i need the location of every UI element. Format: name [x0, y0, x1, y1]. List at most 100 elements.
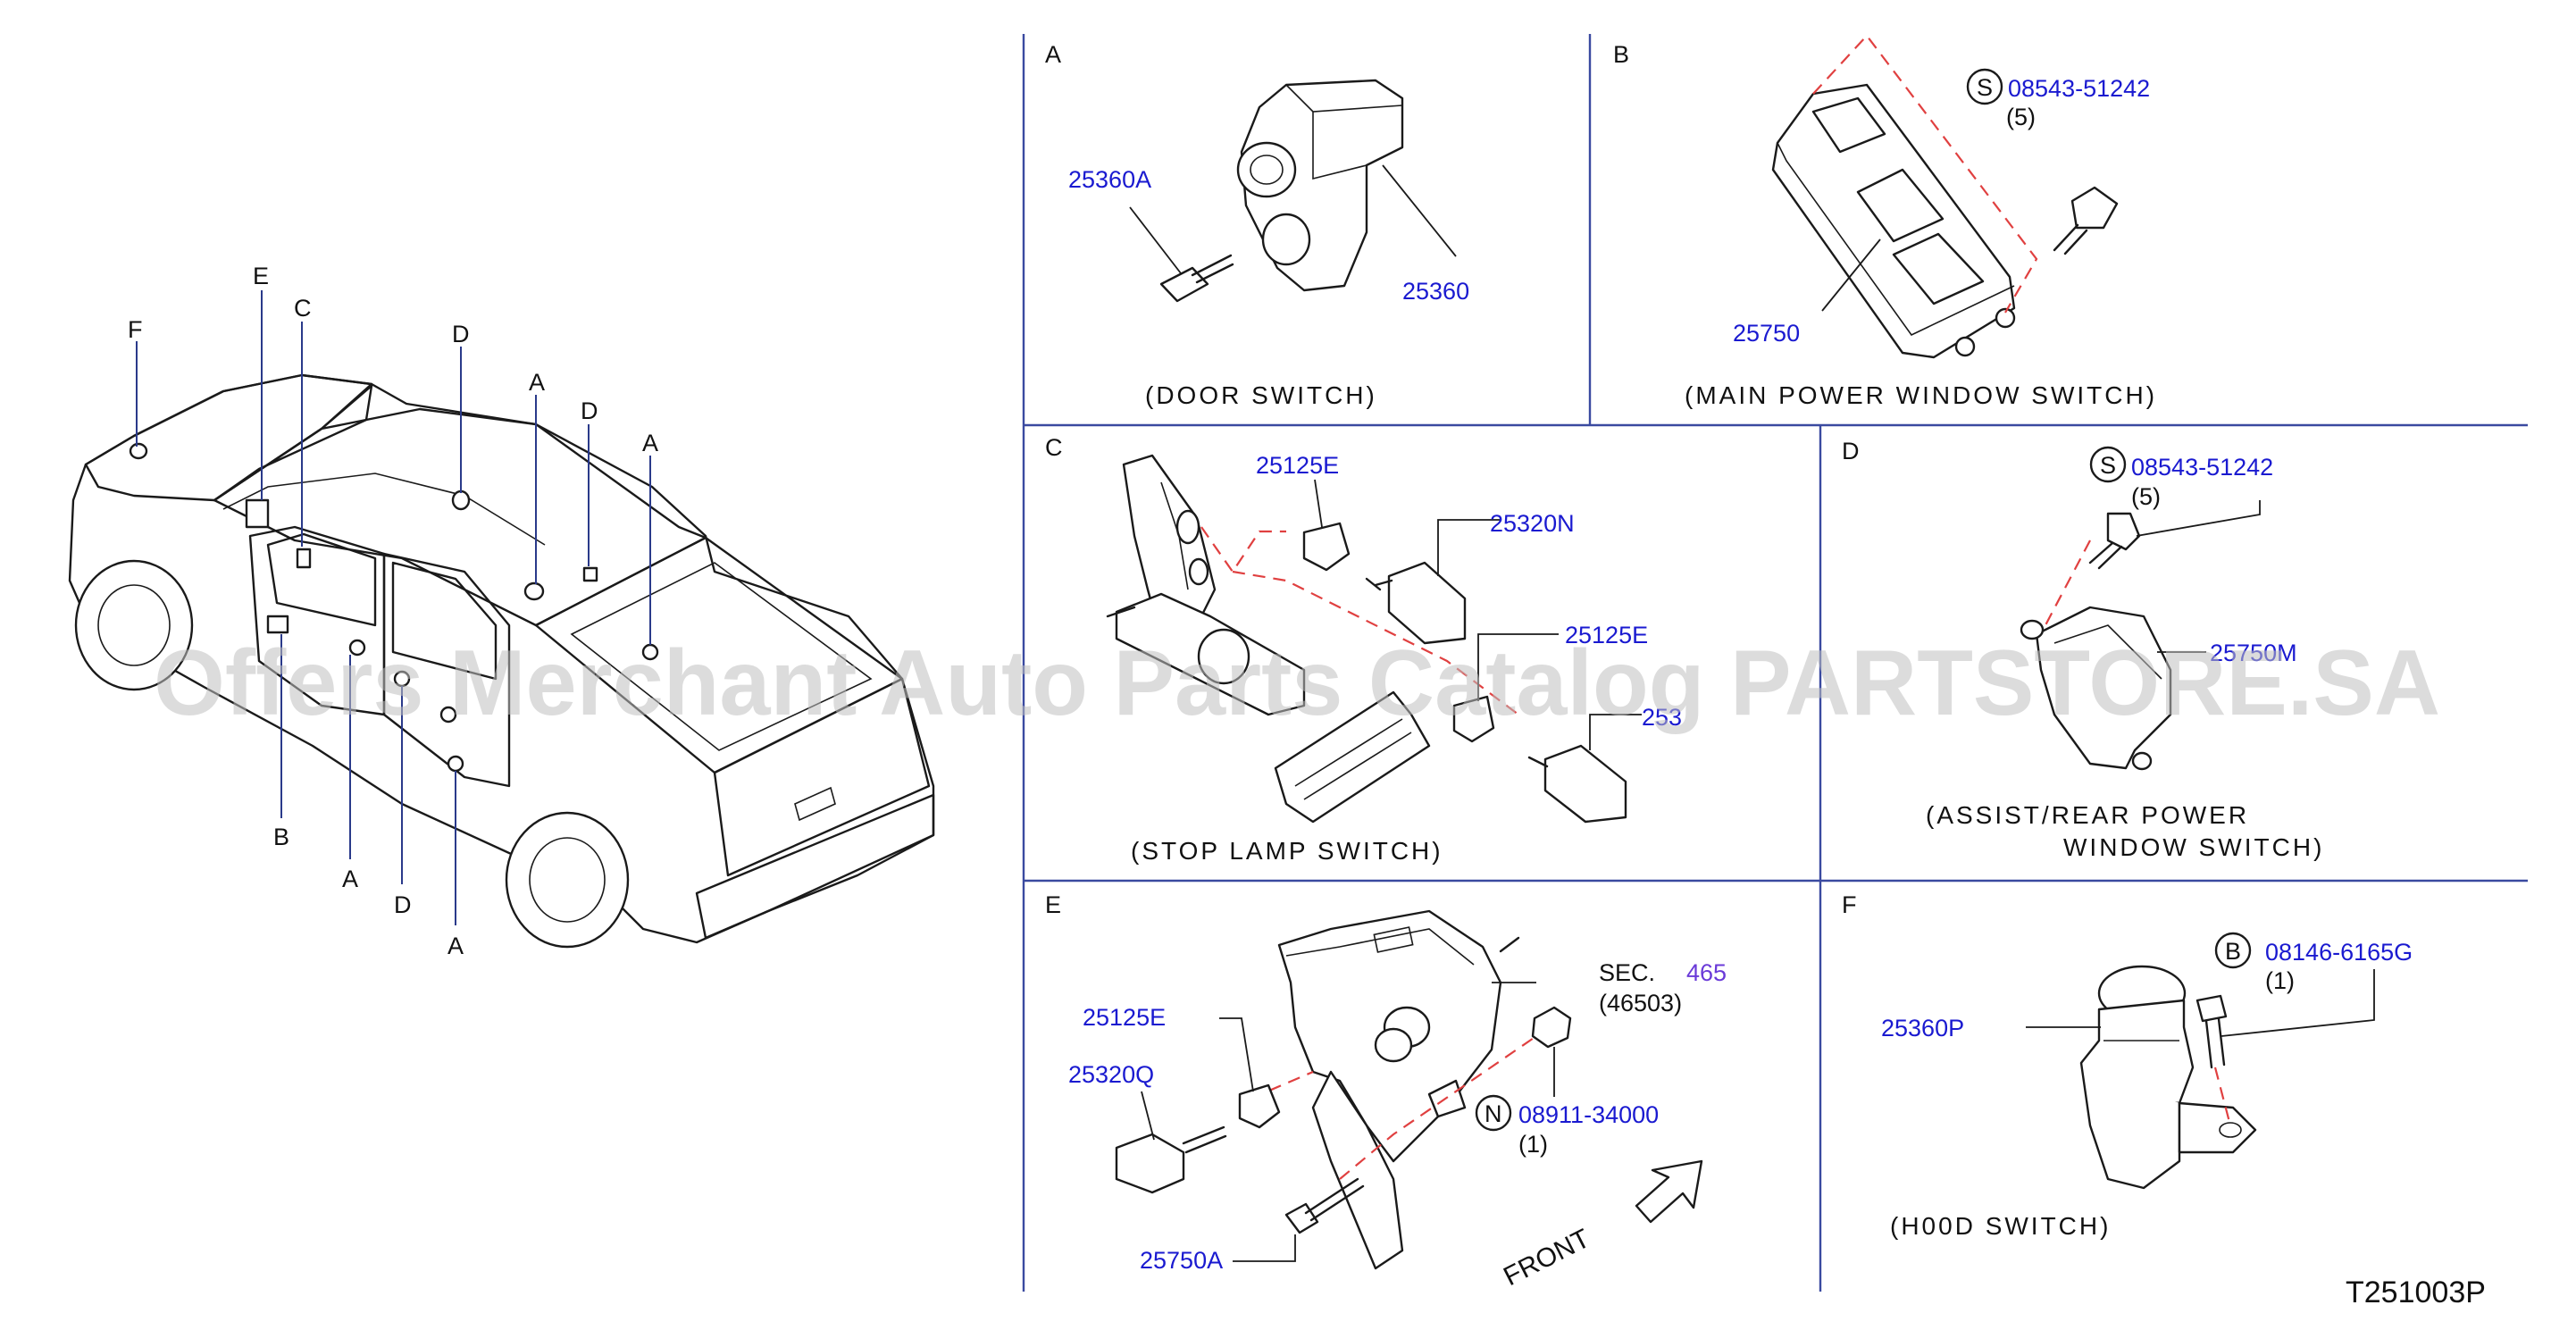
stop-lamp-dash	[1200, 526, 1519, 715]
section-e-letter: E	[1045, 891, 1061, 918]
assist-switch-dash	[2045, 540, 2091, 626]
front-window	[266, 532, 377, 627]
callout-b: B	[273, 824, 289, 850]
f-symbol-circle	[2214, 932, 2252, 969]
main-switch-dash	[1812, 34, 2038, 314]
b-qty: (5)	[2006, 104, 2036, 130]
hood-switch-dash	[2213, 1067, 2232, 1126]
part-08911-34000[interactable]: 08911-34000	[1518, 1101, 1659, 1128]
sec-sub: (46503)	[1599, 990, 1682, 1016]
assist-window-switch-drawing	[2035, 606, 2172, 770]
rear-bumper	[695, 793, 935, 940]
part-25360[interactable]: 25360	[1402, 278, 1469, 305]
switch-button-1	[1811, 96, 1886, 154]
location-c	[296, 548, 312, 569]
section-a-door-switch: A 25360A 25360 (DOOR SWITCH)	[1045, 41, 1469, 409]
rear-window	[391, 561, 498, 681]
part-25125e-e[interactable]: 25125E	[1083, 1004, 1166, 1031]
diagram-code: T251003P	[2346, 1276, 2486, 1309]
section-f-hood-switch: F B 08146-6165G (1) 25360P (H00D SWITCH)	[1842, 891, 2413, 1240]
pedal-arm-e	[1311, 1070, 1404, 1270]
part-25360a[interactable]: 25360A	[1068, 166, 1151, 193]
part-25125e-c2[interactable]: 25125E	[1565, 622, 1648, 648]
location-b	[266, 615, 289, 634]
front-label: FRONT	[1499, 1224, 1594, 1292]
section-f-letter: F	[1842, 891, 1857, 918]
callout-d-roof: D	[452, 321, 470, 347]
callout-f: F	[128, 316, 143, 343]
rear-wheel	[505, 811, 630, 949]
part-253[interactable]: 253	[1642, 704, 1682, 731]
f-qty: (1)	[2265, 967, 2295, 994]
e-qty: (1)	[1518, 1131, 1548, 1158]
bed-floor	[570, 562, 873, 751]
callout-a-bed: A	[642, 430, 658, 456]
callout-a-upper: A	[529, 369, 545, 396]
part-25320n[interactable]: 25320N	[1490, 510, 1575, 537]
section-d-caption-line1: (ASSIST/REAR POWER	[1926, 801, 2249, 829]
door-switch-plunger	[1236, 141, 1297, 198]
clip-25125e-upper	[1302, 522, 1351, 572]
location-e	[245, 498, 270, 529]
section-b-main-power-window-switch: B S 08543-51242 (5) 25750 (MAIN POWER WI…	[1613, 34, 2157, 409]
location-a-upper	[523, 581, 545, 601]
callout-e: E	[253, 263, 269, 289]
callout-a-low: A	[447, 933, 464, 959]
front-hub	[97, 584, 171, 666]
part-08146-6165g[interactable]: 08146-6165G	[2265, 939, 2413, 966]
hood-bolt	[2195, 994, 2228, 1023]
part-25750m[interactable]: 25750M	[2210, 640, 2297, 666]
part-08543-51242-d[interactable]: 08543-51242	[2131, 454, 2273, 481]
tailgate-handle	[794, 786, 836, 822]
rear-hub	[529, 837, 606, 923]
main-switch-screw	[2070, 186, 2119, 230]
part-25360p[interactable]: 25360P	[1881, 1015, 1964, 1041]
rear-door	[382, 552, 511, 788]
location-f	[129, 442, 148, 460]
d-symbol: S	[2100, 452, 2116, 479]
nut-08911-34000	[1531, 1006, 1572, 1049]
callout-a-front: A	[342, 866, 358, 892]
e-symbol-circle	[1475, 1094, 1512, 1132]
part-25320q[interactable]: 25320Q	[1068, 1061, 1154, 1088]
f-symbol: B	[2225, 938, 2241, 965]
part-25750a[interactable]: 25750A	[1140, 1247, 1223, 1274]
assist-switch-screw	[2106, 512, 2141, 551]
clip-25125e-lower	[1452, 695, 1495, 743]
part-25125e-c1[interactable]: 25125E	[1256, 452, 1339, 479]
vehicle-callout-leaders	[136, 290, 651, 925]
sec-number[interactable]: 465	[1686, 959, 1727, 986]
hood-switch-bracket	[2178, 1101, 2257, 1154]
front-wheel	[74, 559, 194, 691]
section-c-stop-lamp-switch: C 25125E 25320N 25125E 253 (STOP LAMP SW…	[1045, 434, 1682, 865]
windshield	[213, 384, 373, 502]
location-a-low	[447, 755, 464, 773]
callout-d-rear: D	[394, 891, 412, 918]
tailgate	[713, 677, 931, 877]
location-d-mid	[582, 566, 598, 582]
section-b-caption: (MAIN POWER WINDOW SWITCH)	[1685, 381, 2157, 409]
b-symbol-circle	[1966, 68, 2003, 105]
section-d-letter: D	[1842, 438, 1860, 464]
location-d-roof	[451, 489, 471, 511]
vehicle-overview: F E C D A D A B A D A	[68, 263, 935, 959]
b-symbol: S	[1977, 74, 1993, 101]
door-switch-hole	[1261, 213, 1311, 266]
e-symbol: N	[1485, 1100, 1502, 1127]
part-08543-51242-b[interactable]: 08543-51242	[2008, 75, 2150, 102]
part-25750[interactable]: 25750	[1733, 320, 1800, 347]
callout-c: C	[294, 295, 312, 322]
switch-lower	[1543, 744, 1627, 824]
switch-button-3	[1892, 232, 1985, 305]
clip-25125e-e	[1238, 1083, 1281, 1129]
location-a-rear	[439, 706, 457, 724]
switch-25320q	[1115, 1133, 1185, 1194]
section-c-caption: (STOP LAMP SWITCH)	[1131, 837, 1443, 865]
section-d-assist-rear-power-window-switch: D S 08543-51242 (5) 25750M (ASSIST/REAR …	[1842, 438, 2321, 861]
watermark: Offers Merchant Auto Parts Catalog PARTS…	[154, 632, 2440, 735]
section-f-caption: (H00D SWITCH)	[1890, 1212, 2111, 1240]
section-grid	[1022, 34, 2528, 1292]
section-a-letter: A	[1045, 41, 1061, 68]
